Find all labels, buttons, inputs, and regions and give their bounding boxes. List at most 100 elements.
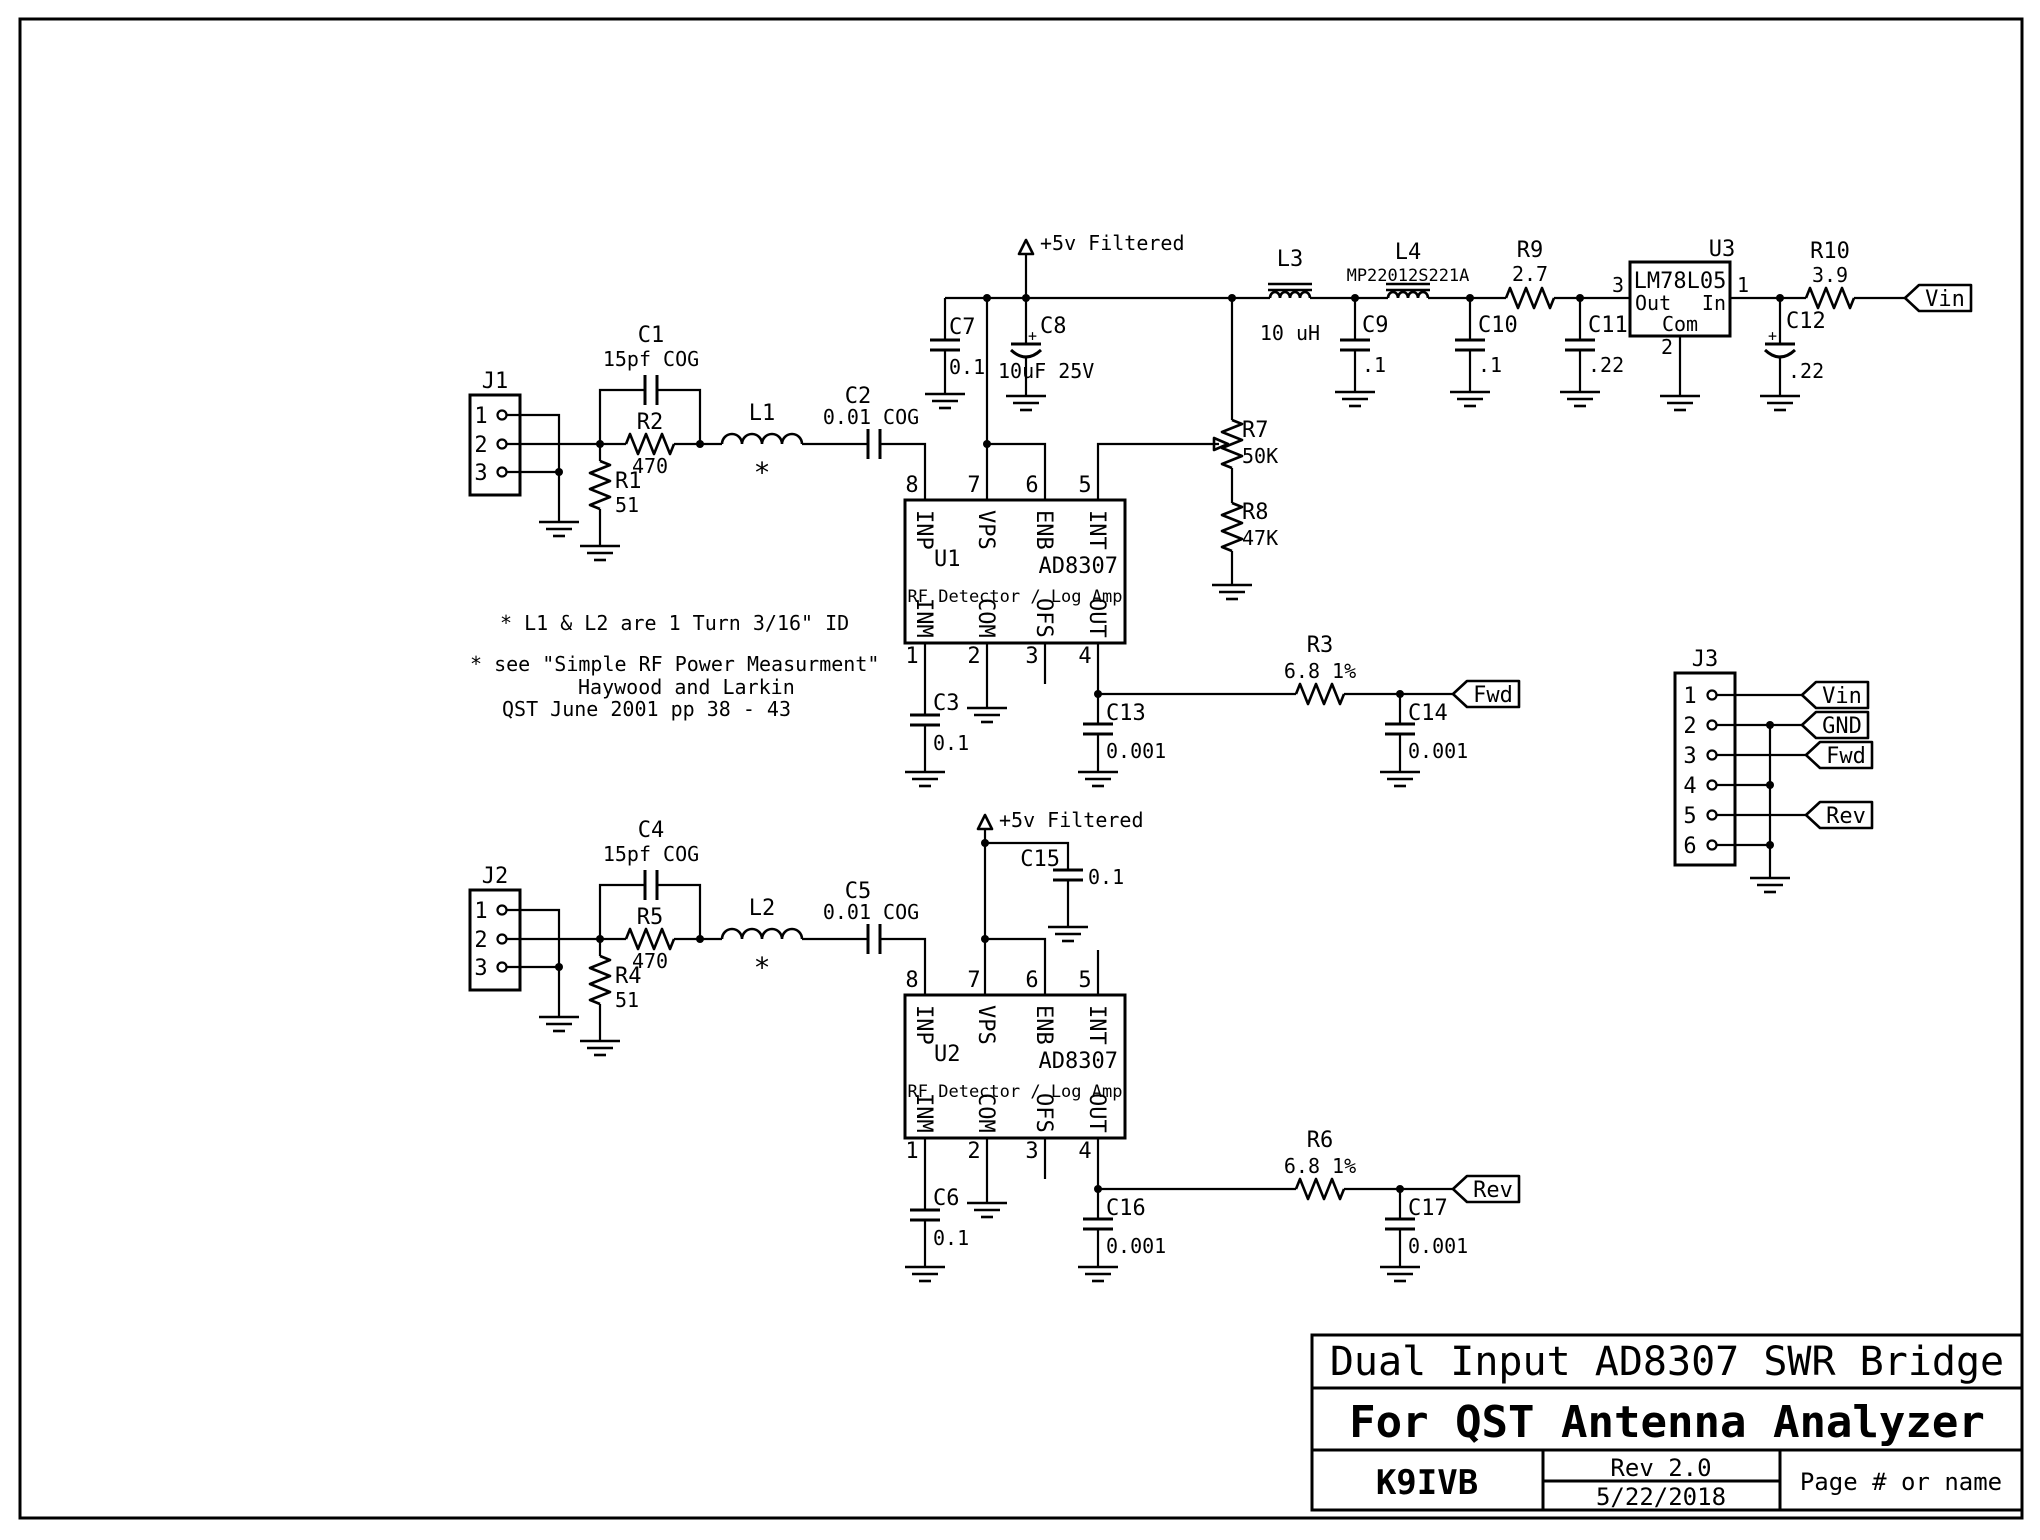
- ground-icon: [965, 706, 1009, 724]
- component-l3: L3 10 uH: [1260, 247, 1320, 345]
- component-u3: U3 LM78L05 Out In Com 3 1 2: [1612, 237, 1749, 412]
- u1-bottom-pin2: 2: [967, 644, 980, 669]
- wire: [598, 388, 645, 444]
- pin-pad-icon: [1706, 689, 1718, 701]
- ground-icon: [537, 520, 581, 538]
- power-flag-5v-2: +5v Filtered: [976, 808, 1144, 995]
- c11-value-label: .22: [1588, 353, 1624, 377]
- component-r7-r8: R7 50K R8 47K: [1210, 294, 1278, 601]
- u1-top-pin7: 7: [967, 473, 980, 498]
- u2-part-label: AD8307: [1039, 1049, 1118, 1074]
- component-l1: L1 *: [700, 401, 868, 489]
- connector-j3: J3 1 2 3 4 5 6 Vin GND Fwd Rev: [1673, 647, 1874, 894]
- component-u1: 8 7 6 5 INP VPS ENB INT U1 AD8307 RF Det…: [903, 294, 1230, 724]
- c6-ref-label: C6: [933, 1186, 960, 1211]
- j3-gnd-flag-label: GND: [1822, 714, 1862, 739]
- j1-pin2-number: 2: [474, 433, 487, 458]
- r4-value-label: 51: [615, 988, 639, 1012]
- ground-icon: [903, 770, 947, 788]
- note-line-4: QST June 2001 pp 38 - 43: [502, 697, 791, 721]
- ground-icon: [1378, 1265, 1422, 1283]
- j1-pin3-number: 3: [474, 461, 487, 486]
- component-c10: C10 .1: [1448, 294, 1518, 408]
- component-c11: C11 .22: [1558, 294, 1628, 408]
- u2-bottom-pin1: 1: [905, 1139, 918, 1164]
- component-r9: R9 2.7: [1504, 238, 1556, 310]
- wire: [598, 883, 645, 939]
- inductor-icon: [720, 927, 804, 941]
- pin-pad-icon: [1706, 779, 1718, 791]
- ground-icon: [1333, 390, 1377, 408]
- u1-pin-label-ofs: OFS: [1031, 598, 1056, 638]
- note-line-2: * see "Simple RF Power Measurment": [470, 652, 879, 676]
- power-rail-label: +5v Filtered: [1040, 231, 1185, 255]
- u1-top-pin5: 5: [1078, 473, 1091, 498]
- j3-pin2-number: 2: [1683, 714, 1696, 739]
- l4-value-label: MP22012S221A: [1347, 266, 1470, 286]
- component-c7: C7 0.1: [923, 298, 985, 410]
- component-l2: L2 *: [700, 896, 868, 984]
- capacitor-icon: [908, 1208, 942, 1222]
- title-block: Dual Input AD8307 SWR Bridge For QST Ant…: [1310, 1333, 2024, 1512]
- u1-bottom-pin1: 1: [905, 644, 918, 669]
- r3-value-label: 6.8 1%: [1284, 659, 1356, 683]
- vin-flag-label: Vin: [1925, 287, 1965, 312]
- u1-ref-label: U1: [934, 547, 961, 572]
- resistor-icon: [588, 459, 612, 511]
- c8-polarity-label: +: [1028, 327, 1037, 345]
- ground-icon: [1378, 770, 1422, 788]
- u2-bottom-pin3: 3: [1025, 1139, 1038, 1164]
- pin-pad-icon: [496, 466, 508, 478]
- j3-ref-label: J3: [1692, 647, 1719, 672]
- connector-j2: J2 1 2 3: [468, 864, 600, 1033]
- wire: [1096, 442, 1219, 500]
- wire: [507, 413, 561, 522]
- c8-value-label: 10uF 25V: [998, 359, 1094, 383]
- l1-ref-label: L1: [749, 401, 776, 426]
- l2-ref-label: L2: [749, 896, 776, 921]
- power-triangle-icon: [1017, 238, 1035, 256]
- junction-dot: [1766, 781, 1774, 789]
- component-c15: C15 0.1: [985, 841, 1124, 943]
- component-c12: + C12 .22: [1758, 294, 1826, 412]
- l3-ref-label: L3: [1277, 247, 1304, 272]
- connector-j1: J1 1 2 3: [468, 369, 600, 538]
- r3-ref-label: R3: [1307, 633, 1334, 658]
- j3-pin4-number: 4: [1683, 774, 1696, 799]
- inductor-icon: [1384, 282, 1432, 300]
- wiper-arrow-icon: [1212, 436, 1230, 452]
- date-label: 5/22/2018: [1596, 1483, 1726, 1511]
- drawing-title: Dual Input AD8307 SWR Bridge: [1330, 1339, 2004, 1385]
- c17-ref-label: C17: [1408, 1196, 1448, 1221]
- channel2-section: J2 1 2 3 R4 51 R5 470 C4 15pf COG: [468, 808, 1521, 1283]
- ground-icon: [965, 1201, 1009, 1219]
- u2-pin-label-vps: VPS: [973, 1005, 998, 1045]
- u1-pin-label-enb: ENB: [1031, 510, 1056, 550]
- j2-ref-label: J2: [482, 864, 509, 889]
- u1-desc-label: RF Detector / Log Amp: [908, 587, 1123, 607]
- u3-out-pin-label: Out: [1635, 291, 1671, 315]
- r2-value-label: 470: [632, 454, 668, 478]
- ground-icon: [1448, 390, 1492, 408]
- capacitor-icon: [1563, 338, 1597, 352]
- rev-flag-label: Rev: [1473, 1178, 1513, 1203]
- r1-value-label: 51: [615, 493, 639, 517]
- component-l4: L4 MP22012S221A: [1347, 240, 1470, 300]
- c13-ref-label: C13: [1106, 701, 1146, 726]
- c15-ref-label: C15: [1020, 847, 1060, 872]
- l3-value-label: 10 uH: [1260, 321, 1320, 345]
- capacitor-icon: [643, 868, 659, 902]
- c1-value-label: 15pf COG: [603, 347, 699, 371]
- u1-bottom-pin3: 3: [1025, 644, 1038, 669]
- wire: [985, 841, 1070, 870]
- c11-ref-label: C11: [1588, 313, 1628, 338]
- u2-pin-label-enb: ENB: [1031, 1005, 1056, 1045]
- pin-pad-icon: [496, 961, 508, 973]
- c4-value-label: 15pf COG: [603, 842, 699, 866]
- ground-icon: [578, 544, 622, 562]
- wire: [985, 937, 1047, 995]
- junction-dot: [555, 963, 563, 971]
- title-block-frame: [1310, 1333, 2024, 1512]
- pin-pad-icon: [496, 933, 508, 945]
- c14-value-label: 0.001: [1408, 739, 1468, 763]
